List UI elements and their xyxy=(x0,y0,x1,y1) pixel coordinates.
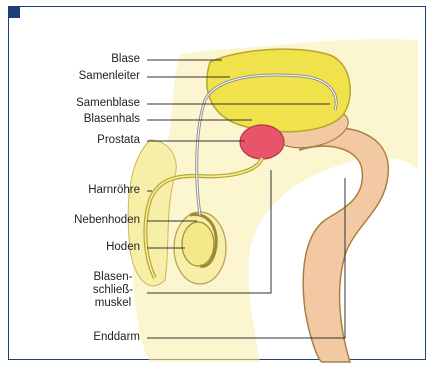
label-harnroehre: Harnröhre xyxy=(20,184,140,197)
bladder xyxy=(207,49,350,132)
label-samenblase: Samenblase xyxy=(20,97,140,110)
label-hoden: Hoden xyxy=(20,241,140,254)
testis xyxy=(182,222,214,266)
label-nebenhoden: Nebenhoden xyxy=(20,214,140,227)
label-samenleiter: Samenleiter xyxy=(20,70,140,83)
label-prostata: Prostata xyxy=(20,134,140,147)
label-blase: Blase xyxy=(20,53,140,66)
label-blasenschliessmuskel: Blasen- schließ- muskel xyxy=(86,271,140,310)
prostate xyxy=(240,125,284,159)
label-blasenhals: Blasenhals xyxy=(20,113,140,126)
label-enddarm: Enddarm xyxy=(20,331,140,344)
